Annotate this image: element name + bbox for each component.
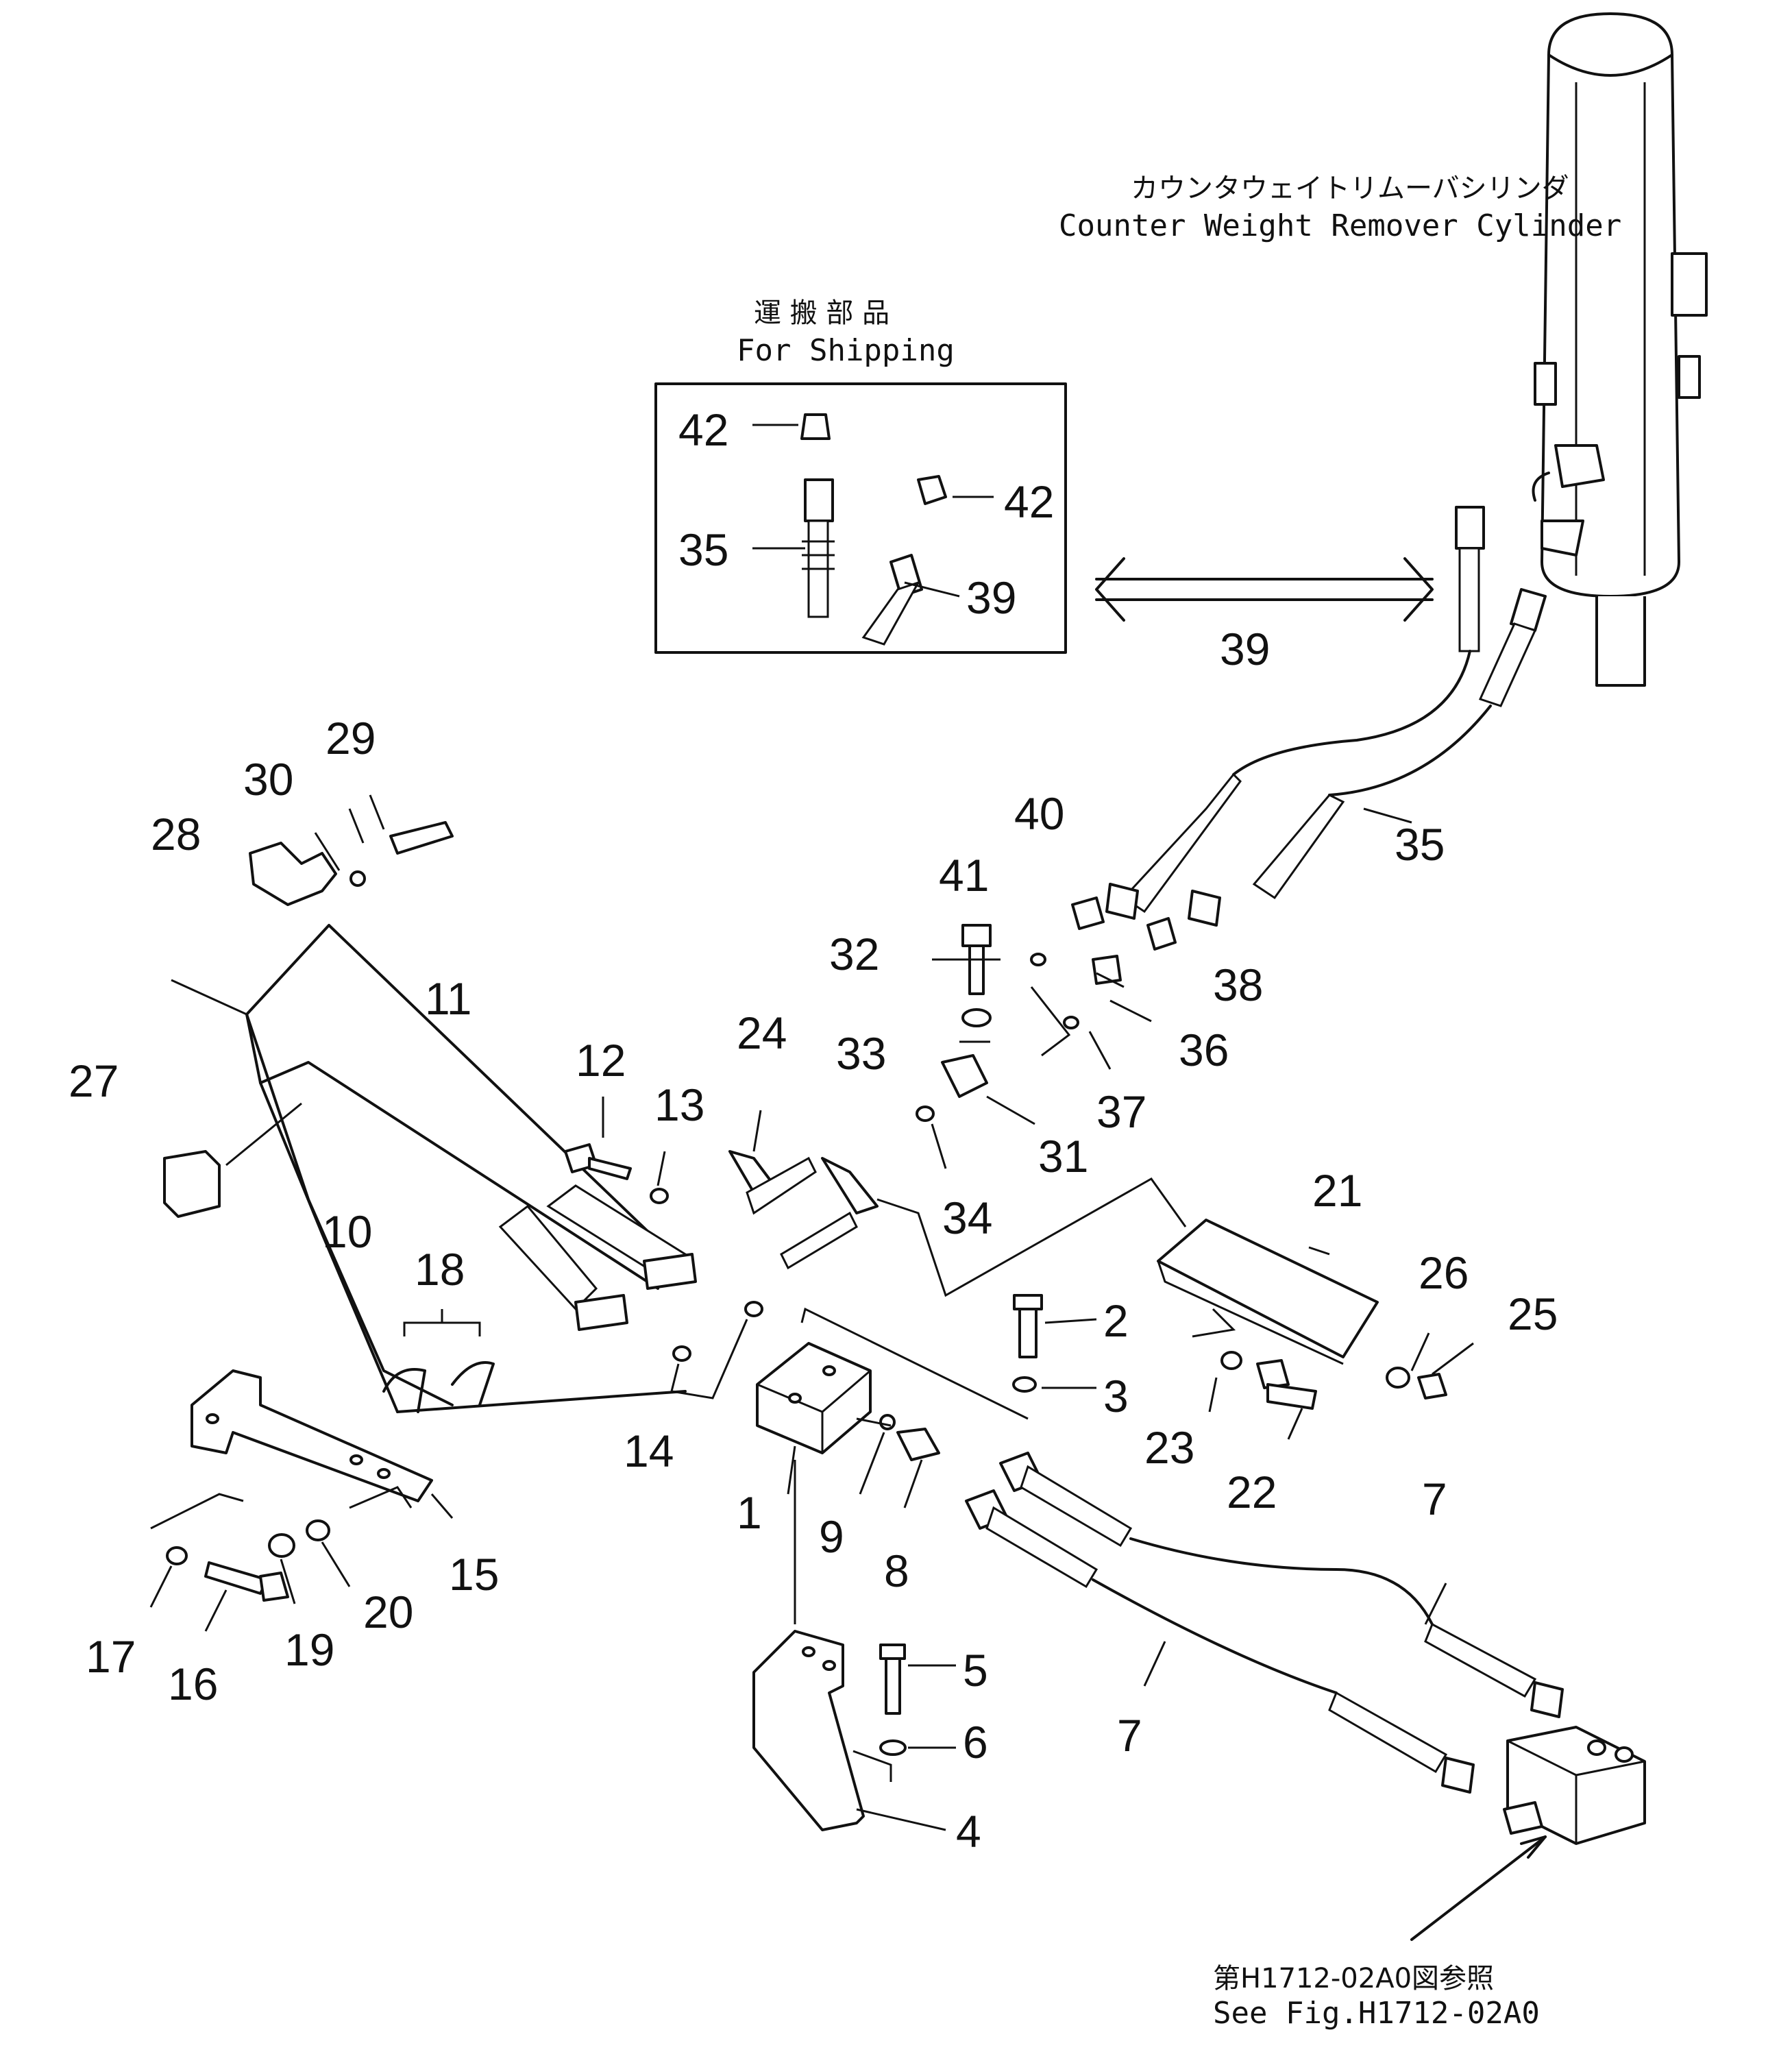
shipping-box	[654, 382, 1067, 654]
callout-24: 24	[737, 1007, 787, 1058]
callout-1: 1	[737, 1487, 762, 1538]
callout-4: 4	[956, 1806, 981, 1857]
bracket-21	[876, 1177, 1474, 1440]
callout-42a: 42	[678, 404, 728, 455]
callout-42b: 42	[1004, 476, 1054, 527]
cylinder-en-label: Counter Weight Remover Cylinder	[1059, 208, 1621, 243]
callout-9: 9	[819, 1511, 844, 1562]
callout-5: 5	[963, 1645, 988, 1696]
callout-28: 28	[151, 809, 201, 859]
callout-30: 30	[243, 754, 293, 805]
callout-labels: 42 35 42 39 39 35 29 30 28 27 11 10 12 1…	[69, 404, 1558, 1857]
callout-39a: 39	[966, 572, 1016, 623]
reference-jp-label: 第H1712-02A0図参照	[1213, 1963, 1494, 1994]
callout-16: 16	[168, 1659, 218, 1709]
callout-35b: 35	[1395, 819, 1445, 870]
callout-36: 36	[1179, 1025, 1229, 1075]
callout-21: 21	[1312, 1165, 1362, 1216]
double-arrow	[1095, 557, 1434, 622]
callout-20: 20	[363, 1587, 413, 1637]
callout-26: 26	[1419, 1247, 1469, 1298]
callout-18: 18	[415, 1244, 465, 1295]
fittings-31-41	[916, 896, 1177, 1169]
callout-22: 22	[1227, 1467, 1277, 1517]
callout-12: 12	[576, 1035, 626, 1086]
callout-37: 37	[1096, 1086, 1146, 1137]
callout-8: 8	[884, 1545, 909, 1596]
callout-32: 32	[829, 929, 879, 979]
callout-11: 11	[425, 973, 472, 1024]
callout-38: 38	[1213, 960, 1263, 1010]
hoses-35-39	[1105, 506, 1547, 927]
callout-31: 31	[1038, 1131, 1088, 1182]
callout-33: 33	[836, 1028, 886, 1079]
hoses-7	[965, 1452, 1646, 1941]
callout-35a: 35	[678, 524, 728, 575]
reference-en-label: See Fig.H1712-02A0	[1213, 1996, 1540, 2031]
callout-41: 41	[939, 850, 989, 901]
bracket-4	[752, 1460, 956, 1831]
callout-15: 15	[449, 1549, 499, 1600]
cylinder-jp-label: カウンタウェイトリムーバシリンダ	[1131, 173, 1569, 204]
callout-19: 19	[284, 1624, 334, 1675]
callout-34: 34	[942, 1193, 992, 1243]
bracket-15	[149, 1309, 495, 1632]
clips-12-13-24	[564, 1097, 879, 1400]
block-1	[756, 1294, 1097, 1508]
callout-7b: 7	[1117, 1710, 1142, 1761]
callout-14: 14	[624, 1426, 674, 1476]
callout-10: 10	[322, 1206, 372, 1257]
callout-29: 29	[326, 713, 376, 763]
shipping-jp-label: 運 搬 部 品	[754, 297, 889, 329]
shipping-en-label: For Shipping	[737, 333, 955, 368]
callout-39b: 39	[1220, 624, 1270, 674]
callout-27: 27	[69, 1055, 119, 1106]
callout-17: 17	[86, 1631, 136, 1682]
callout-40: 40	[1014, 788, 1064, 839]
callout-6: 6	[963, 1717, 988, 1768]
remover-cylinder	[1532, 12, 1708, 687]
callout-2: 2	[1103, 1295, 1129, 1346]
callout-3: 3	[1103, 1371, 1129, 1421]
callout-7a: 7	[1422, 1474, 1447, 1524]
shipping-parts	[752, 413, 994, 646]
callout-13: 13	[654, 1079, 704, 1130]
callout-25: 25	[1508, 1288, 1558, 1339]
callout-23: 23	[1144, 1422, 1194, 1473]
tubes-10-11	[163, 794, 697, 1413]
